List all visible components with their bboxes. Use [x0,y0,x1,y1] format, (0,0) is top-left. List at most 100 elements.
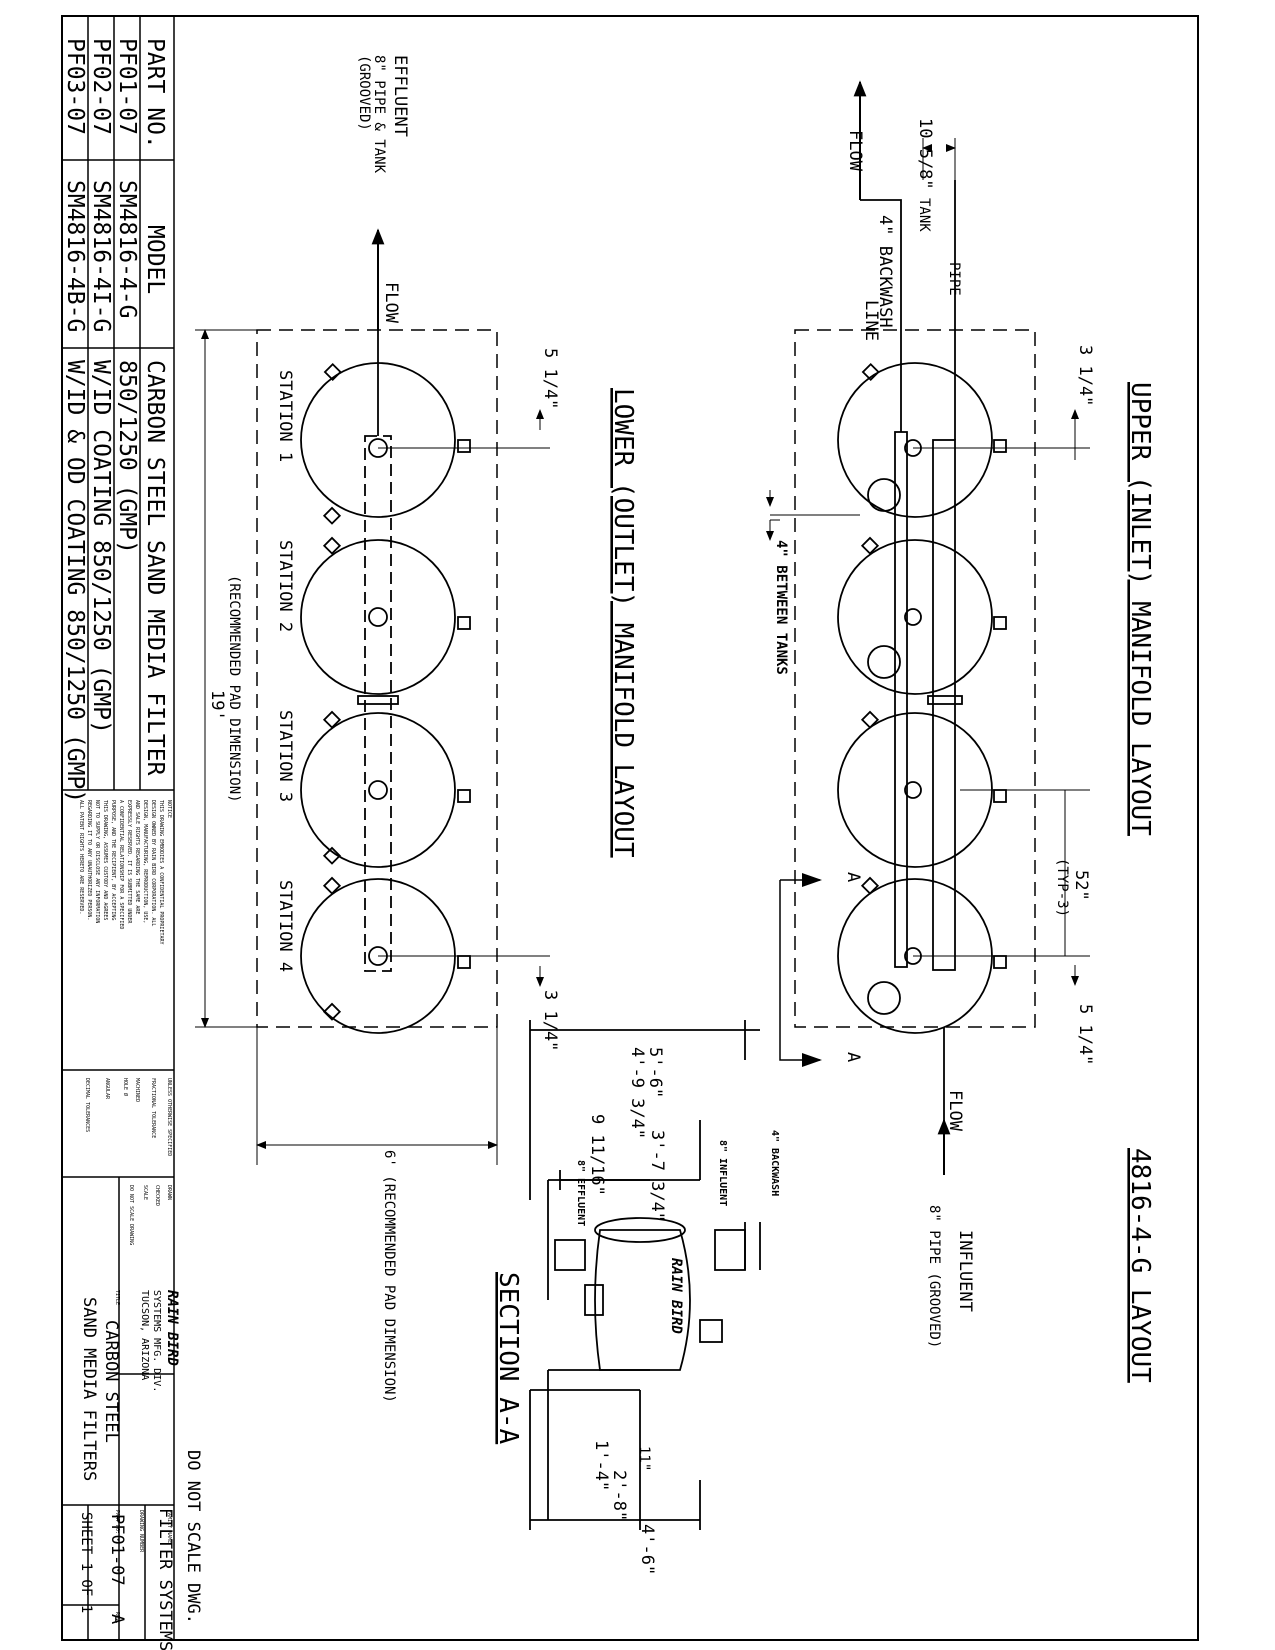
tank-label: TANK [916,198,932,232]
dim-5-6: 5'-6" [645,1047,665,1098]
lower-tank-2 [300,539,456,695]
notice-line: THIS DRAWING EMBODIES A CONFIDENTIAL PRO… [158,800,164,945]
gauge-icon [867,645,901,679]
fitting [322,1002,342,1021]
dim-3-1-4-lower: 3 1/4" [540,990,560,1051]
title-line-1: CARBON STEEL [101,1320,121,1443]
family-label: FAMILY NAME [166,1510,172,1543]
lower-flow-label: FLOW [381,282,401,324]
parts-table-text: PART NO. MODEL CARBON STEEL SAND MEDIA F… [62,38,168,803]
upper-tank-1 [837,362,993,518]
fitting [860,536,880,555]
fitting [993,955,1007,969]
fitting [860,710,880,729]
company-division: SYSTEMS MFG. DIV. [151,1290,162,1392]
signoff-block: DRAWN CHECKED SCALE DO NOT SCALE DRAWING [128,1185,172,1245]
influent-label-2: 8" PIPE (GROOVED) [926,1205,942,1348]
upper-flow-arrows [853,80,951,1175]
notice-line: DESIGN, MANUFACTURING, REPRODUCTION, USE… [142,800,148,923]
header-model: MODEL [142,225,168,294]
family-name: FILTER SYSTEMS [155,1508,175,1650]
signoff-line: CHECKED [154,1185,160,1206]
tolerance-line: DECIMAL TOLERANCES [84,1078,90,1132]
station-1-label: STATION 1 [275,370,295,462]
row1-part-no: PF01-07 [114,38,140,135]
notice-line: AND SALE RIGHTS REGARDING THE SAME ARE [134,800,140,914]
title-label: TITLE [114,1290,120,1305]
row2-description: W/ID COATING 850/1250 (GMP) [88,360,114,734]
fitting [993,789,1007,803]
dim-19-ft: 19' [207,690,227,721]
tolerance-line: UNLESS OTHERWISE SPECIFIED [166,1078,172,1156]
dim-3-7: 3'-7 3/4" [647,1130,667,1222]
effluent-label-1: EFFLUENT [390,55,410,137]
tolerance-line: ANGULAR [104,1078,110,1100]
dim-9-11: 9 11/16" [587,1114,607,1196]
dim-6-ft: 6' (RECOMMENDED PAD DIMENSION) [381,1150,397,1403]
section-a-a-view [529,1020,761,1530]
upper-manifold-title: UPPER (INLET) MANIFOLD LAYOUT [1125,382,1155,836]
dim-typ-3: (TYP-3) [1054,858,1070,917]
fitting [457,439,471,453]
notice-line: NOT TO SUPPLY OR DISCLOSE ANY INFORMATIO… [94,800,100,923]
station-2-label: STATION 2 [275,540,295,632]
signoff-line: DO NOT SCALE DRAWING [128,1185,134,1245]
section-logo: RAIN BIRD [668,1258,684,1334]
row2-part-no: PF02-07 [88,38,114,135]
lower-labels: 5 1/4" 3 1/4" STATION 1 STATION 2 STATIO… [207,348,560,1403]
part-number: PF01-07 [107,1514,127,1586]
fitting [322,536,342,555]
nozzle [368,607,388,627]
rev-label: REV. [114,1612,120,1624]
notice-line: DESIGN OWNED BY RAIN BIRD CORPORATION. A… [150,800,156,926]
between-tanks-label: 4" BETWEEN TANKS [773,540,789,675]
fitting [860,876,880,895]
company-block: RAIN BIRD SYSTEMS MFG. DIV. TUCSON, ARIZ… [78,1290,180,1650]
gauge-icon [867,981,901,1015]
notice-line: ALL PATENT RIGHTS HERETO ARE RESERVED. [78,800,84,914]
lower-tank-3 [300,712,456,868]
fitting [861,362,880,382]
section-tank [594,1229,691,1371]
nozzle [904,781,922,799]
dim-2-8: 2'-8" [609,1470,629,1521]
upper-pad-outline [794,329,1036,1028]
row3-part-no: PF03-07 [62,38,88,135]
backwash-4in: 4" BACKWASH [769,1130,780,1196]
company-location: TUCSON, ARIZONA [139,1290,150,1380]
dim-5-1-4-bottom: 5 1/4" [1075,1004,1095,1065]
section-labels: 5'-6" 4'-9 3/4" 3'-7 3/4" 9 11/16" 4" BA… [575,1047,780,1575]
upper-tank-2 [837,539,993,695]
tolerance-line: FRACTIONAL TOLERANCE [150,1078,156,1138]
upper-dimensions [766,138,1090,986]
header-description: CARBON STEEL SAND MEDIA FILTER [142,360,168,776]
backwash-label-2: LINE [861,300,881,341]
fitting [993,439,1007,453]
row3-description: W/ID & OD COATING 850/1250 (GMP) [62,360,88,803]
notice-line: NOTICE [166,800,172,818]
dim-5-1-4-lower: 5 1/4" [540,348,560,409]
recommended-pad-label: (RECOMMENDED PAD DIMENSION) [226,575,242,803]
nozzle [904,608,922,626]
section-influent-pipe [714,1229,746,1271]
section-arrow [802,873,822,887]
fitting [457,789,471,803]
company-name: RAIN BIRD [164,1290,180,1366]
notice-block: NOTICE THIS DRAWING EMBODIES A CONFIDENT… [78,800,172,945]
upper-flow-in-label: FLOW [945,1090,965,1132]
notice-line: REGARDING IT TO ANY UNAUTHORIZED PERSON. [86,800,92,920]
pipe-label: PIPE [946,262,962,296]
row1-model: SM4816-4-G [114,180,140,318]
dim-3-1-4-top: 3 1/4" [1075,345,1095,406]
notice-line: THIS DRAWING, ASSUMES CUSTODY AND AGREES [102,800,108,920]
dim-4-6: 4'-6" [637,1524,657,1575]
section-effluent-pipe [554,1239,586,1271]
fitting [322,710,342,729]
title-line-2: SAND MEDIA FILTERS [79,1297,99,1481]
section-arrow [802,1053,822,1067]
do-not-scale-note: DO NOT SCALE DWG. [183,1450,203,1624]
notice-line: A CONFIDENTIAL RELATIONSHIP FOR A SPECIF… [118,800,124,929]
fitting [322,506,342,525]
pipe-coupling [357,695,399,705]
fitting [322,876,342,895]
